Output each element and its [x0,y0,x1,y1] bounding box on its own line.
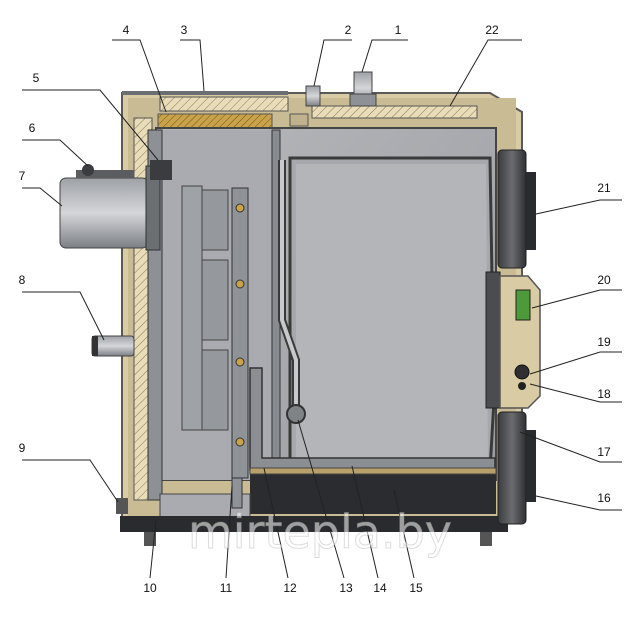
coil-pipe-highlight [280,160,298,412]
callout-22: 22 [485,23,499,37]
lower-door-handle [526,430,536,502]
inner-panel-b [201,189,229,251]
flue-clamp [82,164,94,176]
inner-panel-d [201,349,229,431]
foot-left [144,532,156,546]
ash-pan-lip [249,467,497,475]
ash-pan [250,474,496,514]
callout-17: 17 [597,445,611,459]
callout-11: 11 [220,581,233,595]
top-pipe-1-base [349,93,377,107]
bolt [235,203,245,213]
flue-collar [76,170,134,178]
top-pipe-2 [305,85,321,107]
base-bar [231,477,243,509]
callout-labels: 1 2 3 4 5 6 7 8 9 10 11 12 13 14 15 16 1… [19,23,611,595]
coil-pipe-end [286,404,306,424]
inner-panel-a [181,185,203,431]
grate-column [231,187,249,479]
callout-2: 2 [345,23,352,37]
inner-panel-c [201,259,229,341]
top-insulation-right [311,105,478,119]
middle-door [485,271,501,409]
callout-21: 21 [597,181,611,195]
callout-18: 18 [597,387,611,401]
top-cover [122,91,288,95]
control-indicator [518,382,526,390]
control-display [515,289,531,321]
upper-door [497,149,527,269]
flue-damper-rod [150,160,172,180]
bolt [235,437,245,447]
leader-lines [22,39,622,579]
callout-14: 14 [373,581,387,595]
upper-door-handle [526,172,536,250]
control-knob [514,364,530,380]
callout-15: 15 [409,581,423,595]
heat-exchanger-inner [296,164,488,466]
callout-12: 12 [283,581,297,595]
base-plate [120,516,508,532]
top-insulation [159,96,289,112]
callout-10: 10 [143,581,157,595]
callout-4: 4 [123,23,130,37]
callout-7: 7 [19,169,26,183]
callout-19: 19 [597,335,611,349]
callout-20: 20 [597,273,611,287]
side-pipe-cap [92,336,98,356]
callout-16: 16 [597,491,611,505]
callout-3: 3 [181,23,188,37]
callout-1: 1 [395,23,402,37]
side-pipe [91,335,135,357]
bolt [235,279,245,289]
callout-8: 8 [19,273,26,287]
bolt [235,357,245,367]
callout-9: 9 [19,441,26,455]
drain-fitting [116,498,128,514]
callout-5: 5 [33,71,40,85]
flue-pipe [59,177,149,249]
watermark: mirtepla.by [188,505,452,559]
callout-6: 6 [29,121,36,135]
callout-13: 13 [339,581,353,595]
top-plate [289,113,309,127]
lower-door [497,411,527,525]
foot-right [480,532,492,546]
